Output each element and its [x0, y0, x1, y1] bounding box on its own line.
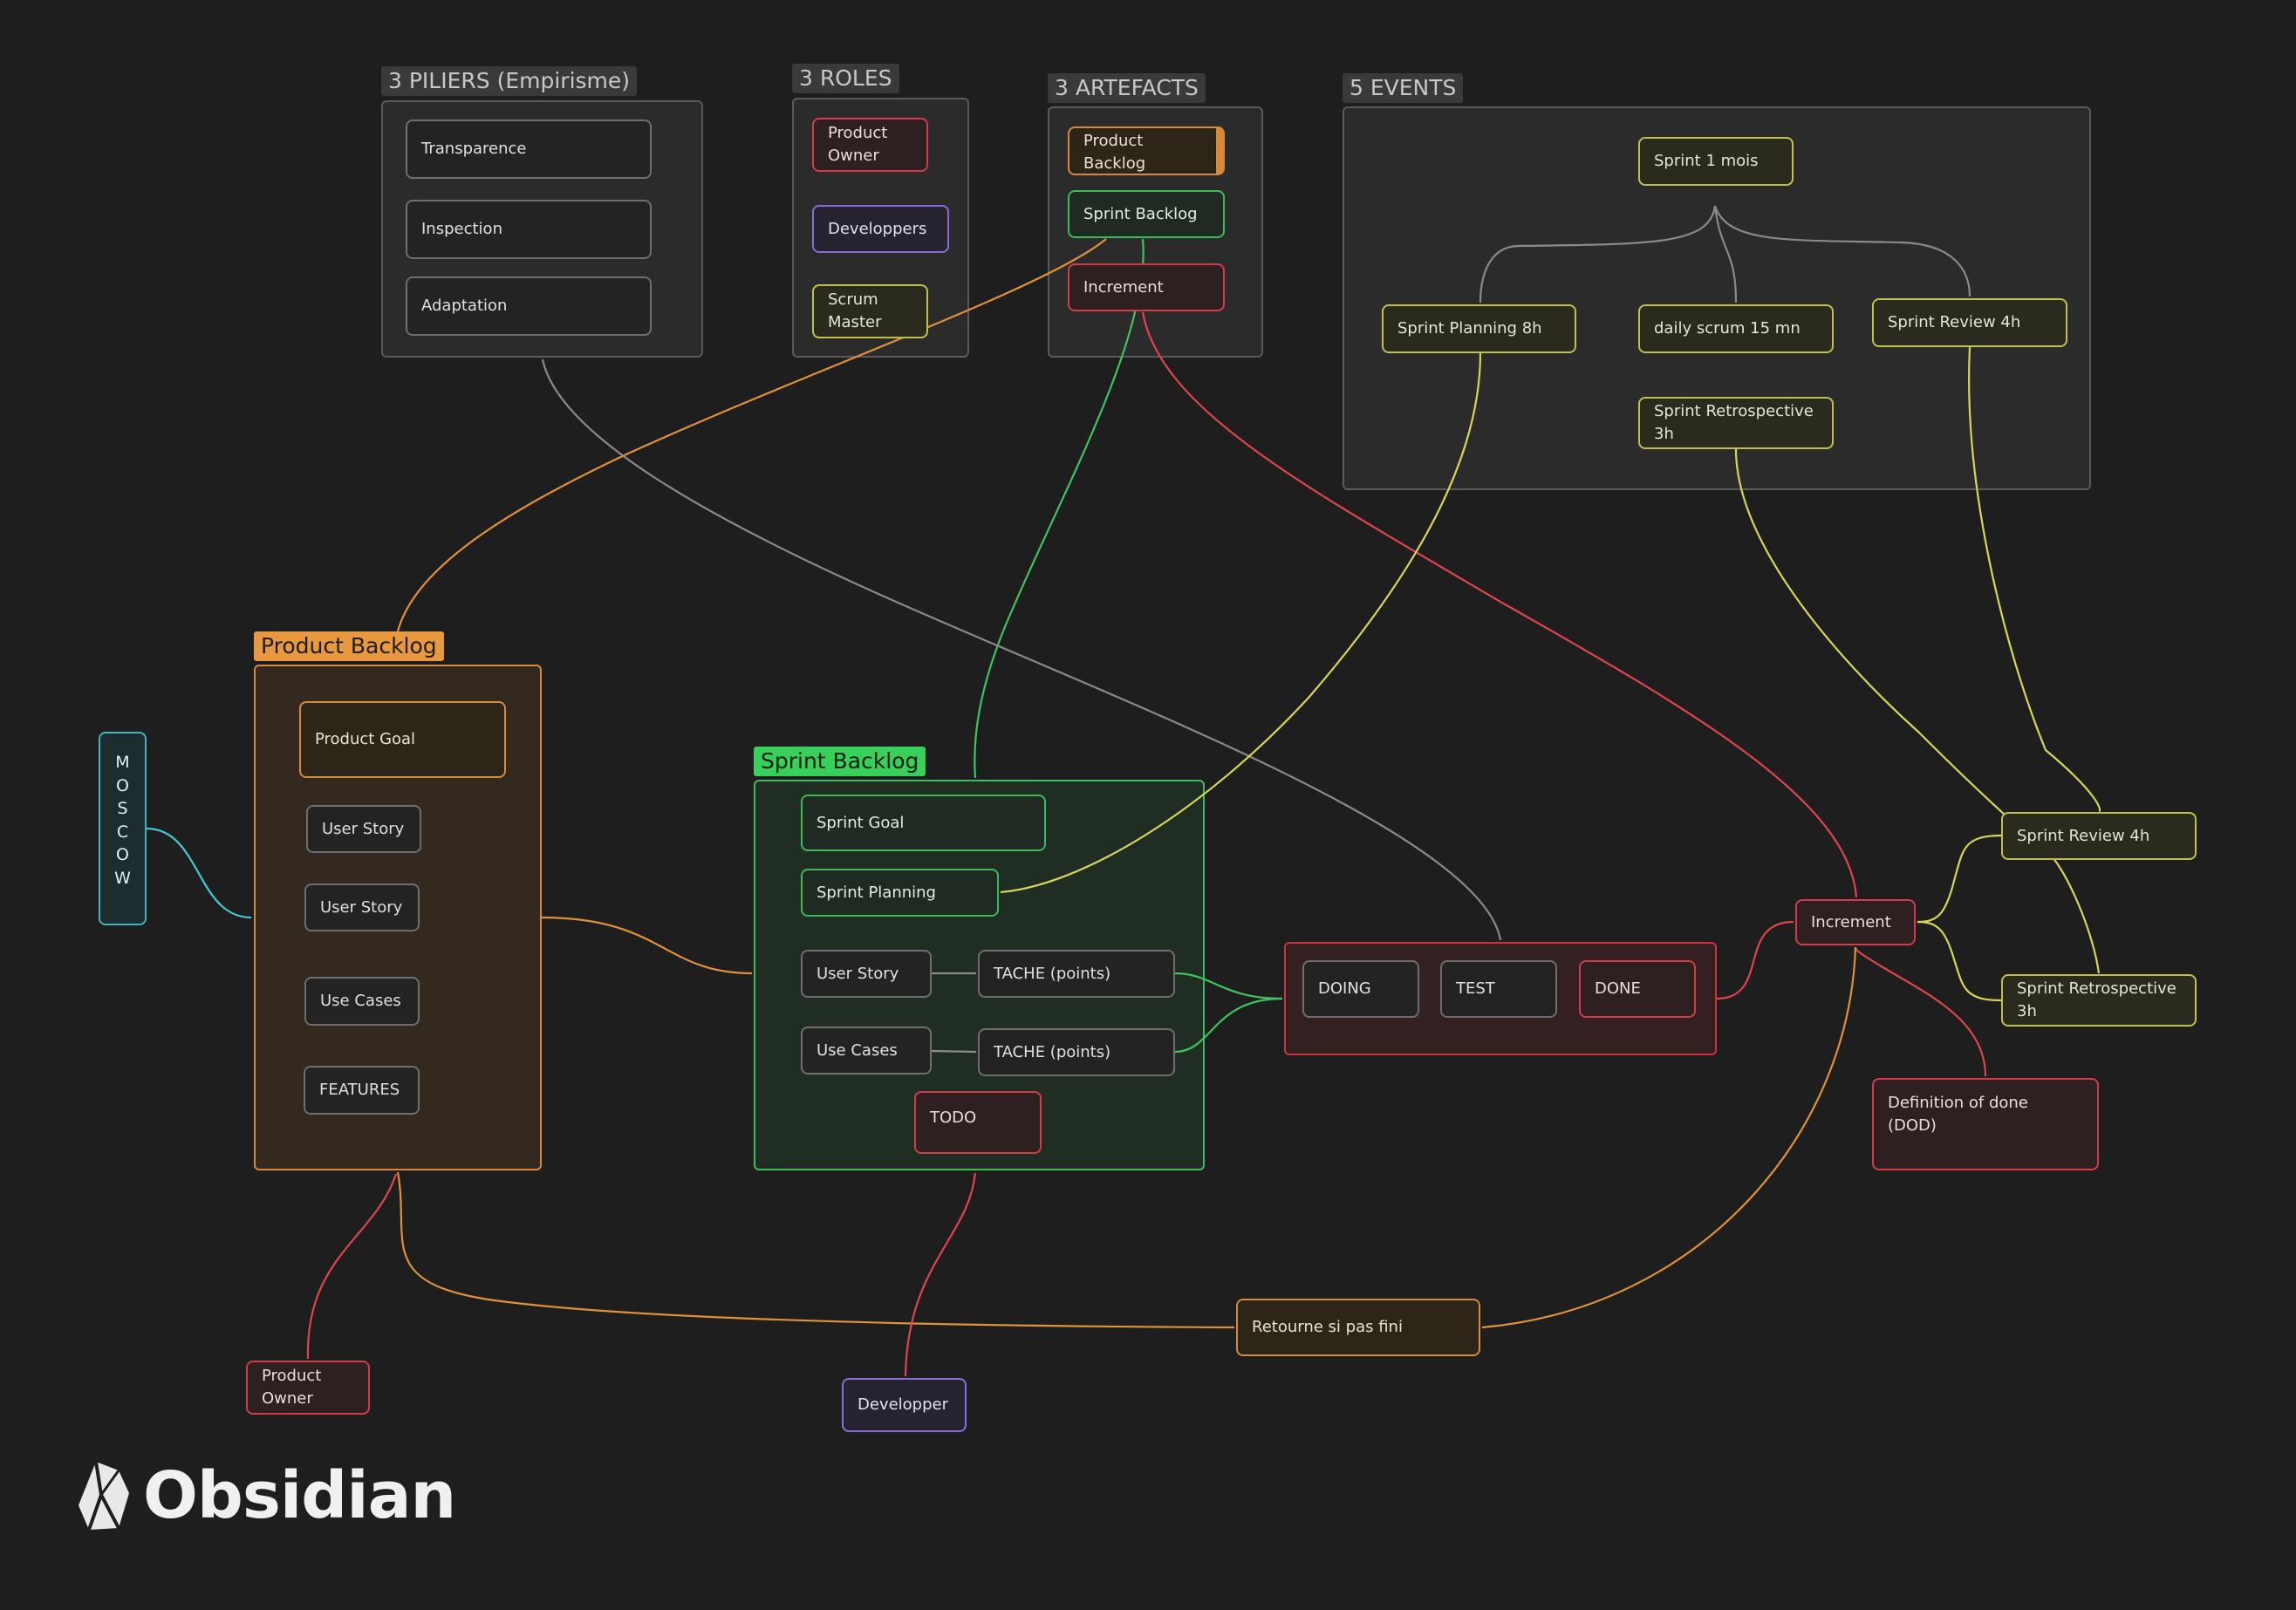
node-sprint-retro-top[interactable]: Sprint Retrospective 3h — [1638, 397, 1834, 449]
node-daily-scrum[interactable]: daily scrum 15 mn — [1638, 304, 1834, 353]
node-moscow[interactable]: M O S C O W — [99, 732, 147, 925]
node-adaptation[interactable]: Adaptation — [406, 276, 652, 336]
node-tache-2[interactable]: TACHE (points) — [978, 1028, 1175, 1076]
edge-sprint-review-4h-right-to-increment-main[interactable] — [1917, 834, 2002, 924]
node-sprint-review-4h-top[interactable]: Sprint Review 4h — [1872, 298, 2067, 347]
node-pb-features[interactable]: FEATURES — [304, 1066, 420, 1115]
node-scrum-master-role[interactable]: Scrum Master — [812, 284, 928, 338]
group-label-events[interactable]: 5 EVENTS — [1343, 73, 1464, 103]
group-label-sprint-backlog[interactable]: Sprint Backlog — [754, 747, 926, 776]
node-sprint-review-4h-right[interactable]: Sprint Review 4h — [2001, 812, 2197, 860]
obsidian-logo-text: Obsidian — [143, 1458, 456, 1533]
node-pb-user-story-2[interactable]: User Story — [304, 883, 420, 931]
node-art-increment[interactable]: Increment — [1068, 263, 1225, 311]
edge-product-owner-bottom-to-product-backlog-group[interactable] — [306, 1173, 398, 1360]
node-art-product-backlog[interactable]: Product Backlog — [1068, 126, 1225, 175]
edge-product-backlog-group-to-sprint-backlog-group[interactable] — [541, 916, 753, 975]
node-todo[interactable]: TODO — [914, 1091, 1042, 1154]
edge-moscow-to-product-backlog-group[interactable] — [146, 827, 252, 919]
node-increment-main[interactable]: Increment — [1795, 899, 1916, 945]
group-label-roles[interactable]: 3 ROLES — [792, 64, 899, 93]
obsidian-logo: Obsidian — [77, 1457, 456, 1535]
edge-retourne-to-product-backlog-group[interactable] — [396, 1171, 1235, 1329]
node-sb-use-cases[interactable]: Use Cases — [801, 1027, 932, 1074]
node-sprint-retro-right[interactable]: Sprint Retrospective 3h — [2001, 974, 2197, 1027]
node-pb-use-cases[interactable]: Use Cases — [304, 977, 420, 1026]
node-definition-of-done[interactable]: Definition of done (DOD) — [1872, 1078, 2099, 1170]
node-done[interactable]: DONE — [1579, 960, 1696, 1018]
group-label-piliers[interactable]: 3 PILIERS (Empirisme) — [381, 66, 638, 96]
group-label-artefacts[interactable]: 3 ARTEFACTS — [1048, 73, 1206, 103]
node-sprint-1-mois[interactable]: Sprint 1 mois — [1638, 137, 1794, 186]
node-sprint-planning[interactable]: Sprint Planning — [801, 869, 999, 917]
node-retourne[interactable]: Retourne si pas fini — [1236, 1299, 1480, 1356]
node-test[interactable]: TEST — [1440, 960, 1557, 1018]
edge-definition-of-done-to-increment-main[interactable] — [1854, 946, 1987, 1077]
edge-sprint-retro-right-to-increment-main[interactable] — [1917, 920, 2002, 1002]
edge-developper-bottom-to-todo[interactable] — [904, 1172, 977, 1377]
node-transparence[interactable]: Transparence — [406, 119, 652, 179]
node-sprint-planning-8h[interactable]: Sprint Planning 8h — [1382, 304, 1576, 353]
node-tache-1[interactable]: TACHE (points) — [978, 950, 1175, 998]
node-product-owner-bottom[interactable]: Product Owner — [246, 1361, 370, 1415]
group-label-product-backlog[interactable]: Product Backlog — [254, 631, 444, 661]
node-doing[interactable]: DOING — [1302, 960, 1419, 1018]
node-product-owner-role[interactable]: Product Owner — [812, 118, 928, 172]
obsidian-logo-icon — [79, 1461, 129, 1531]
node-developper-bottom[interactable]: Developper — [842, 1378, 967, 1432]
node-pb-user-story-1[interactable]: User Story — [306, 805, 421, 853]
node-sprint-goal[interactable]: Sprint Goal — [801, 795, 1046, 851]
moscow-letters: M O S C O W — [114, 753, 131, 888]
node-inspection[interactable]: Inspection — [406, 200, 652, 259]
node-product-goal[interactable]: Product Goal — [299, 701, 506, 778]
node-developpers-role[interactable]: Developpers — [812, 205, 949, 253]
edge-sprint-retro-top-to-sprint-retro-right[interactable] — [1734, 448, 2101, 974]
edge-board-group-to-increment-main[interactable] — [1716, 920, 1794, 1000]
node-sb-user-story[interactable]: User Story — [801, 950, 932, 998]
node-art-sprint-backlog[interactable]: Sprint Backlog — [1068, 190, 1225, 238]
